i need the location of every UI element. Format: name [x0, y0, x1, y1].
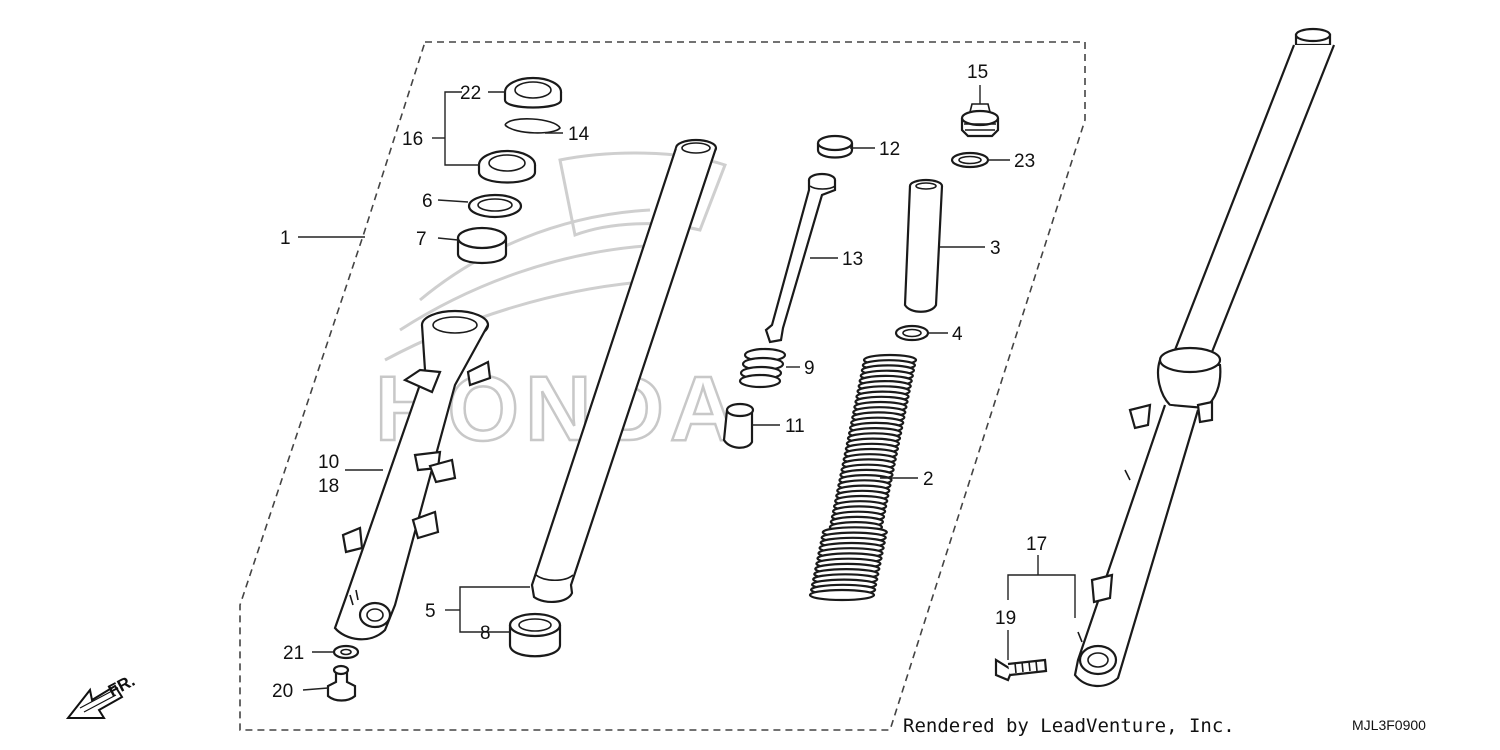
- flange-bolt-part: [994, 658, 1048, 682]
- fork-piston-part: [764, 172, 837, 344]
- callout-14: 14: [568, 124, 590, 145]
- fork-spring-part: [808, 353, 918, 602]
- callout-4: 4: [952, 324, 963, 345]
- assembly-boundary: [239, 41, 1086, 731]
- arrow-icon: [65, 684, 124, 719]
- fork-spacer-part: [903, 178, 944, 313]
- callout-16: 16: [402, 129, 423, 150]
- callout-8: 8: [480, 623, 491, 644]
- fork-pipe-part: [530, 138, 718, 603]
- callout-7: 7: [416, 229, 427, 250]
- callout-17: 17: [1026, 534, 1047, 555]
- callout-6: 6: [422, 191, 433, 212]
- callout-21: 21: [283, 643, 304, 664]
- sealing-washer-part: [332, 644, 360, 660]
- callout-23: 23: [1014, 151, 1035, 172]
- spring-seat-part: [816, 134, 854, 159]
- o-ring-part: [950, 151, 990, 169]
- rebound-spring-part: [738, 347, 787, 389]
- callout-3: 3: [990, 238, 1001, 259]
- fork-slider-part: [333, 309, 492, 641]
- backup-ring-part: [467, 193, 523, 219]
- stop-ring-part: [504, 118, 561, 134]
- callout-18: 18: [318, 476, 339, 497]
- diagram-code: MJL3F0900: [1352, 717, 1426, 733]
- front-direction-arrow: FR.: [65, 671, 138, 719]
- callout-15: 15: [967, 62, 988, 83]
- guide-bushing-part: [508, 612, 562, 658]
- callout-1: 1: [280, 228, 291, 249]
- callout-13: 13: [842, 249, 863, 270]
- callout-12: 12: [879, 139, 900, 160]
- oil-seal-part: [477, 149, 537, 184]
- callout-20: 20: [272, 681, 293, 702]
- callout-labels: 1 2 3 4 5 6 7 8 9 10 11 12 13 14 15 16 1…: [272, 62, 1047, 702]
- callout-10: 10: [318, 452, 339, 473]
- callout-22: 22: [460, 83, 481, 104]
- oil-lock-piece-part: [722, 402, 755, 449]
- spring-collar-part: [894, 324, 930, 342]
- fork-bolt-part: [960, 103, 1000, 138]
- dust-seal-part: [503, 76, 563, 109]
- callout-11: 11: [785, 416, 805, 437]
- callout-5: 5: [425, 601, 436, 622]
- slider-bushing-part: [456, 226, 508, 264]
- assembled-fork-leg: [1073, 27, 1336, 687]
- callout-9: 9: [804, 358, 815, 379]
- rendered-by-credit: Rendered by LeadVenture, Inc.: [903, 715, 1235, 737]
- leader-lines: [298, 85, 1076, 691]
- spring-coil: [808, 588, 876, 602]
- socket-bolt-part: [326, 664, 357, 702]
- callout-19: 19: [995, 608, 1016, 629]
- callout-2: 2: [923, 469, 934, 490]
